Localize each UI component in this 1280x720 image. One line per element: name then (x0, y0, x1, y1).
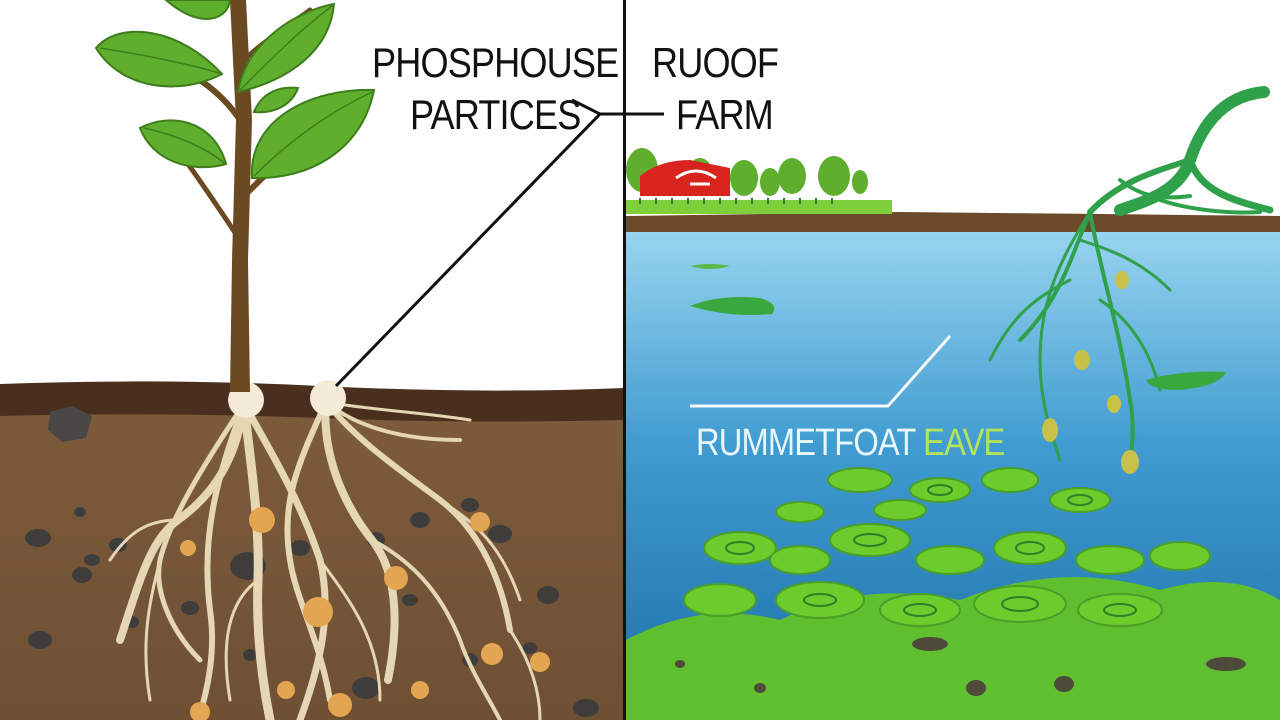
water-pointer-line (690, 335, 952, 408)
farm-label: FARM (676, 91, 774, 138)
water-label-part-1: RUMMETFOAT (696, 422, 924, 464)
particles-label: PARTICES (410, 91, 581, 138)
algae-debris (675, 637, 1246, 696)
shoreline (626, 212, 1280, 232)
soil-layer (0, 392, 624, 720)
leaf-veins (99, 5, 373, 177)
phosphorus-label: PHOSPHOUSE (372, 39, 619, 86)
panel-divider (623, 0, 626, 720)
surface-algae (690, 264, 1226, 390)
water-label-part-2: EAVE (923, 422, 1005, 464)
crop-rows (639, 198, 833, 204)
phosphorus-particles (180, 507, 550, 720)
label-pointer-line (334, 98, 603, 388)
barn (640, 160, 730, 196)
farm (626, 148, 868, 204)
algae-bloom (626, 467, 1280, 720)
water-label: RUMMETFOAT EAVE (696, 422, 1005, 464)
farm-trees (626, 148, 868, 196)
tendril-buds (1042, 271, 1139, 474)
surface-particle-2 (310, 380, 346, 416)
water-panel (626, 86, 1280, 720)
soil-panel (0, 0, 624, 720)
runoff-label: RUOOF (652, 39, 779, 86)
